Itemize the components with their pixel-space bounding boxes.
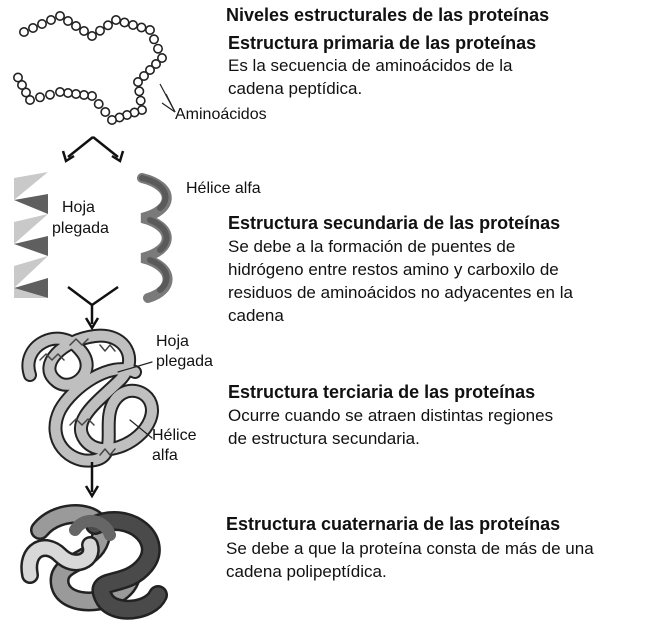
amino-acid-chain bbox=[13, 11, 168, 126]
amino-acid-bead bbox=[13, 72, 23, 83]
amino-acid-bead bbox=[62, 15, 73, 26]
tertiary-helix-label-line-1: Hélice bbox=[152, 427, 197, 444]
quaternary-structure-desc-line-2: cadena polipeptídica. bbox=[226, 562, 387, 581]
amino-acid-bead bbox=[151, 58, 162, 69]
aminoacid-pointer-lines bbox=[159, 83, 176, 113]
split-arrow bbox=[61, 136, 125, 163]
amino-acid-bead bbox=[44, 89, 55, 100]
amino-acid-bead bbox=[103, 20, 114, 31]
amino-acid-bead bbox=[71, 89, 82, 100]
amino-acid-bead bbox=[139, 71, 150, 82]
pleated-sheet-graphic bbox=[14, 172, 48, 298]
down-arrow bbox=[84, 462, 100, 499]
quaternary-structure-desc-line-1: Se debe a que la proteína consta de más … bbox=[226, 539, 594, 558]
amino-acid-bead bbox=[153, 43, 164, 54]
pleated-sheet-label-line-2: plegada bbox=[52, 220, 109, 237]
secondary-structure-title: Estructura secundaria de las proteínas bbox=[228, 213, 561, 233]
amino-acid-bead bbox=[145, 24, 156, 35]
merge-arrow bbox=[67, 285, 119, 331]
amino-acid-bead bbox=[54, 87, 65, 98]
amino-acid-bead bbox=[135, 95, 146, 106]
amino-acid-bead bbox=[79, 90, 90, 101]
amino-acid-bead bbox=[87, 91, 98, 102]
amino-acid-bead bbox=[128, 19, 139, 30]
alpha-helix-label: Hélice alfa bbox=[186, 180, 261, 197]
quaternary-structure-graphic bbox=[20, 504, 168, 620]
amino-acid-bead bbox=[34, 92, 45, 103]
amino-acid-bead bbox=[149, 34, 160, 45]
primary-structure-desc-line-1: Es la secuencia de aminoácidos de la bbox=[228, 56, 513, 75]
aminoacids-label: Aminoácidos bbox=[175, 106, 267, 123]
tertiary-structure-graphic bbox=[21, 328, 159, 468]
alpha-helix-graphic bbox=[137, 173, 173, 303]
quaternary-structure-title: Estructura cuaternaria de las proteínas bbox=[226, 514, 561, 534]
amino-acid-bead bbox=[36, 18, 47, 29]
amino-acid-bead bbox=[62, 88, 73, 99]
amino-acid-bead bbox=[93, 99, 104, 110]
amino-acid-bead bbox=[24, 95, 35, 106]
secondary-structure-desc-line-3: residuos de aminoácidos no adyacentes en… bbox=[228, 283, 573, 302]
amino-acid-bead bbox=[107, 115, 118, 126]
amino-acid-bead bbox=[136, 22, 147, 33]
tertiary-structure-desc-line-1: Ocurre cuando se atraen distintas region… bbox=[228, 406, 554, 425]
amino-acid-bead bbox=[45, 15, 56, 25]
primary-structure-desc-line-2: cadena peptídica. bbox=[228, 79, 363, 98]
amino-acid-bead bbox=[79, 25, 90, 36]
amino-acid-bead bbox=[157, 52, 168, 63]
amino-acid-bead bbox=[134, 86, 145, 97]
amino-acid-bead bbox=[54, 11, 65, 21]
amino-acid-bead bbox=[133, 77, 144, 88]
secondary-structure-desc-line-1: Se debe a la formación de puentes de bbox=[228, 237, 516, 256]
primary-structure-title: Estructura primaria de las proteínas bbox=[228, 33, 537, 53]
secondary-structure-desc-line-4: cadena bbox=[228, 306, 284, 325]
main-title: Niveles estructurales de las proteínas bbox=[226, 5, 550, 25]
tertiary-sheet-label-line-2: plegada bbox=[156, 353, 213, 370]
tertiary-structure-title: Estructura terciaria de las proteínas bbox=[228, 382, 536, 402]
tertiary-sheet-label-line-1: Hoja bbox=[156, 333, 189, 350]
amino-acid-bead bbox=[95, 25, 106, 36]
amino-acid-bead bbox=[87, 30, 98, 41]
secondary-structure-desc-line-2: hidrógeno entre restos amino y carboxilo… bbox=[228, 260, 559, 279]
amino-acid-bead bbox=[111, 15, 122, 25]
amino-acid-bead bbox=[27, 22, 38, 33]
amino-acid-bead bbox=[71, 20, 82, 31]
amino-acid-bead bbox=[145, 65, 156, 76]
tertiary-helix-label-line-2: alfa bbox=[152, 447, 178, 464]
tertiary-structure-desc-line-2: de estructura secundaria. bbox=[228, 429, 420, 448]
amino-acid-bead bbox=[100, 107, 111, 118]
amino-acid-bead bbox=[16, 80, 27, 91]
amino-acid-bead bbox=[18, 26, 29, 37]
pleated-sheet-label-line-1: Hoja bbox=[62, 199, 95, 216]
amino-acid-bead bbox=[119, 17, 130, 28]
amino-acid-bead bbox=[20, 87, 31, 98]
